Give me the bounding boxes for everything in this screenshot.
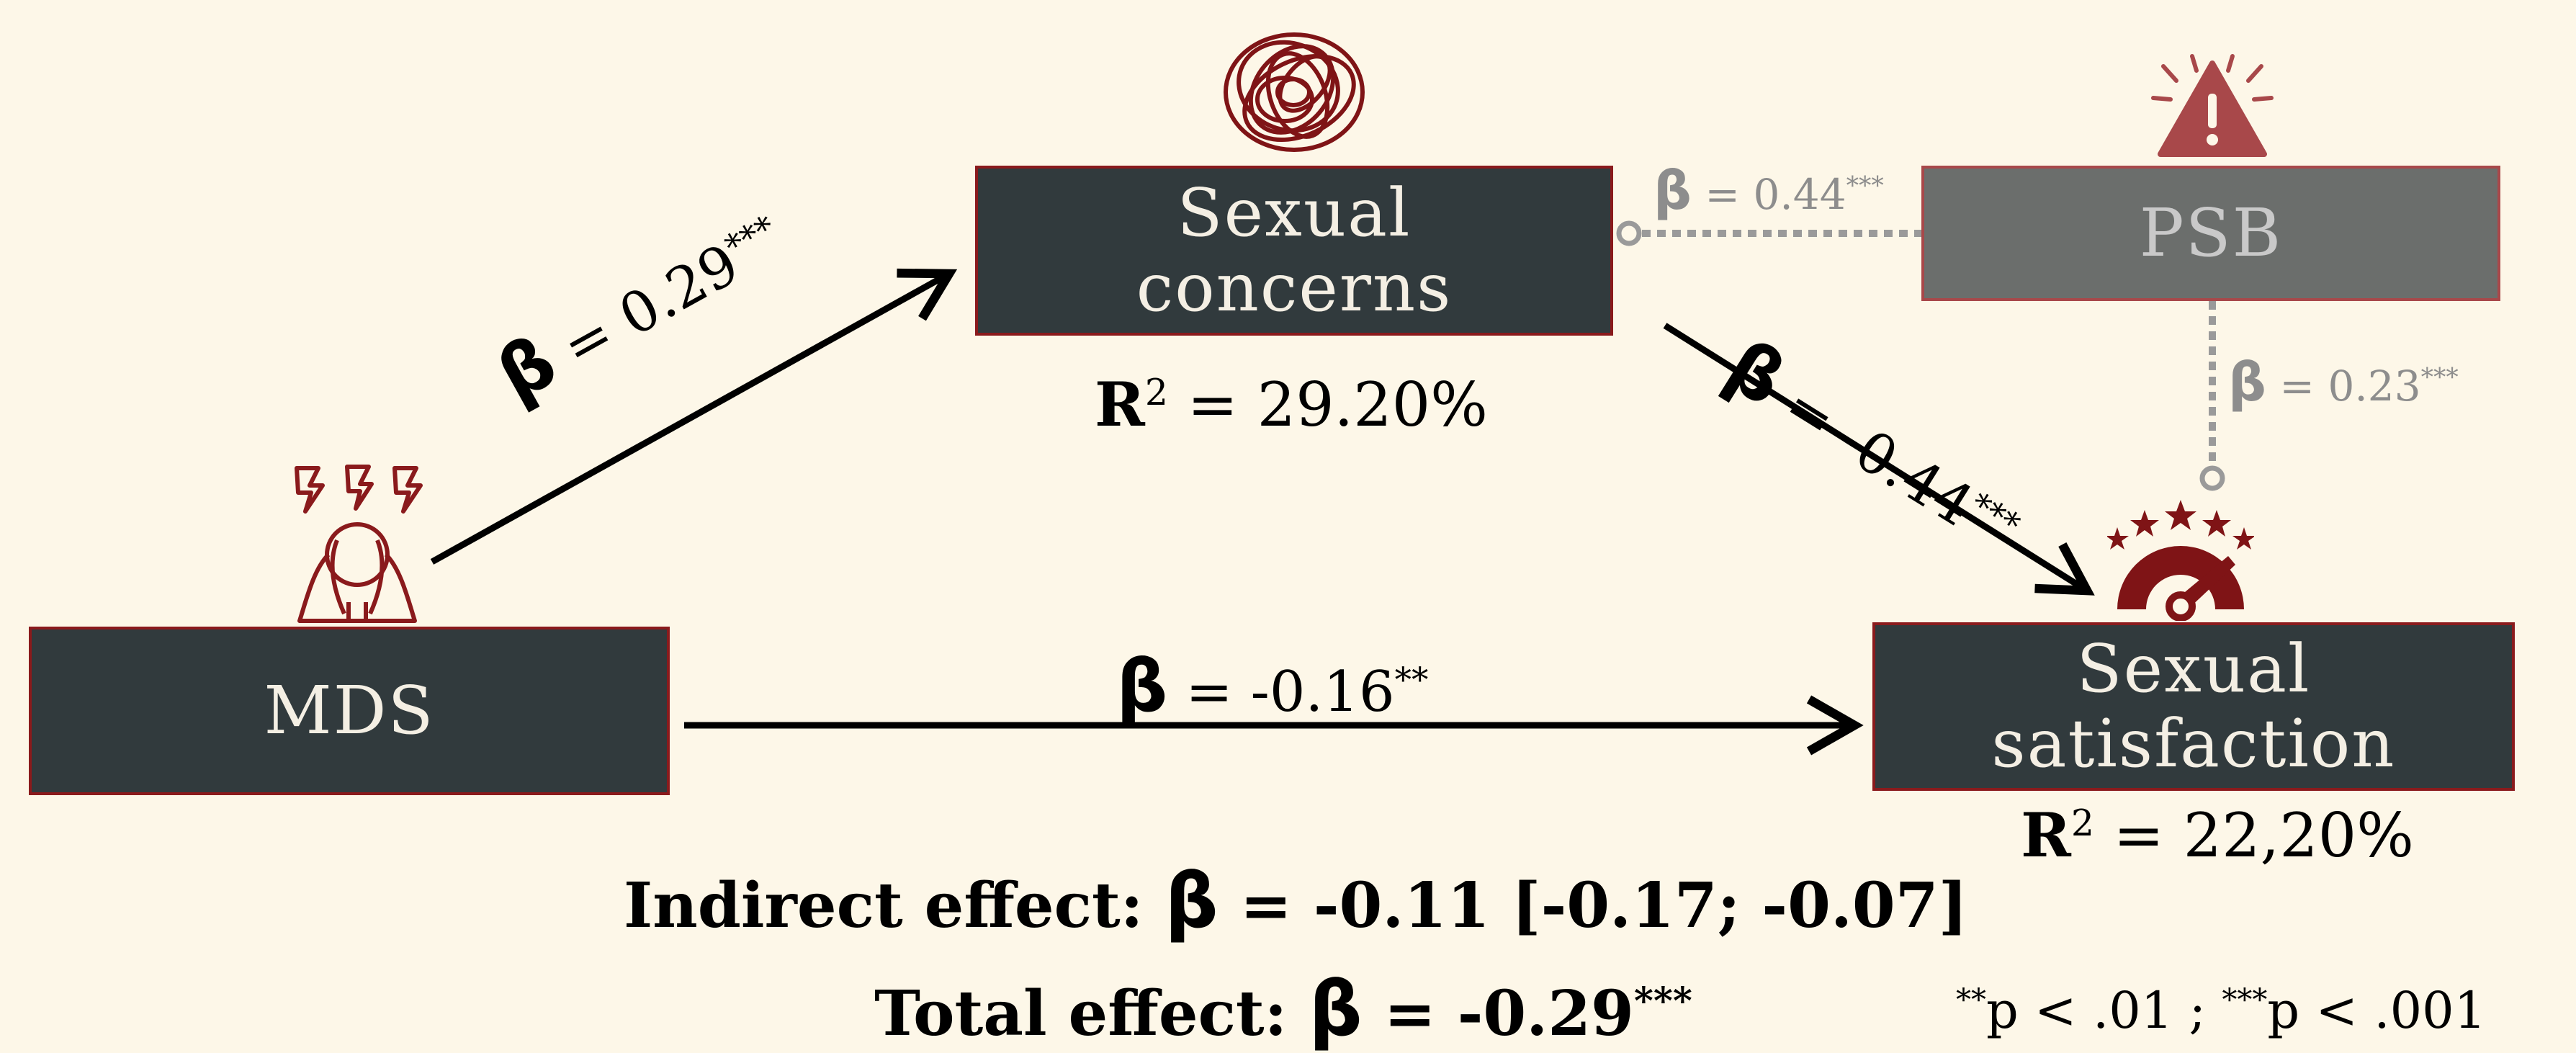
beta-symbol: β <box>1653 160 1692 222</box>
sexual-concerns-box: Sexual concerns <box>975 166 1613 336</box>
note-p2-text: p < .001 <box>2267 981 2487 1040</box>
psb-satisfaction-label: β = 0.23*** <box>2228 351 2459 413</box>
total-effect-label: Total effect: <box>874 977 1309 1050</box>
beta-symbol: β <box>1116 644 1168 728</box>
mds-box: MDS <box>29 627 670 795</box>
path-c-label: β = -0.16** <box>1116 644 1428 728</box>
beta-symbol: β <box>2228 351 2266 413</box>
arrow-concerns-to-satisfaction <box>1663 323 2095 596</box>
total-effect-stars: *** <box>1633 980 1692 1023</box>
indirect-effect-value: = -0.11 [-0.17; -0.07] <box>1218 869 1968 942</box>
r2-satisfaction: R2 = 22,20% <box>2021 799 2414 871</box>
r2-concerns: R2 = 29.20% <box>1095 369 1488 440</box>
satisfaction-gauge-icon <box>2107 500 2254 621</box>
beta-symbol: β <box>1309 965 1363 1053</box>
total-effect: Total effect: β = -0.29*** <box>874 965 1692 1053</box>
r2-exp: 2 <box>1144 371 1168 413</box>
satisfaction-label-line1: Sexual <box>2076 630 2311 707</box>
psb-satisfaction-value: = 0.23 <box>2266 362 2421 411</box>
significance-note: **p < .01 ; ***p < .001 <box>1956 981 2486 1040</box>
r2-label: R <box>2021 799 2071 871</box>
stressed-person-icon <box>295 465 423 623</box>
r2-label: R <box>1095 369 1145 440</box>
psb-concerns-stars: *** <box>1846 171 1884 201</box>
psb-concerns-value: = 0.44 <box>1691 170 1846 219</box>
path-c-stars: ** <box>1394 661 1429 700</box>
psb-label: PSB <box>2139 194 2283 272</box>
mds-label: MDS <box>264 672 435 749</box>
scribble-icon <box>1224 32 1365 152</box>
total-effect-value: = -0.29 <box>1362 977 1634 1050</box>
arrow-mds-to-concerns <box>430 268 958 565</box>
r2-concerns-value: = 29.20% <box>1167 369 1488 440</box>
psb-concerns-label: β = 0.44*** <box>1653 160 1884 222</box>
moderation-end-concerns <box>1616 220 1642 246</box>
psb-satisfaction-stars: *** <box>2420 363 2459 393</box>
moderation-end-satisfaction <box>2199 465 2225 491</box>
r2-exp: 2 <box>2070 802 2094 844</box>
warning-icon <box>2151 54 2274 157</box>
sexual-satisfaction-box: Sexual satisfaction <box>1872 622 2515 791</box>
concerns-label-line1: Sexual <box>1177 174 1412 251</box>
beta-symbol: β <box>1164 857 1219 945</box>
note-p1-stars: ** <box>1956 982 1986 1018</box>
r2-satisfaction-value: = 22,20% <box>2093 800 2414 871</box>
indirect-effect: Indirect effect: β = -0.11 [-0.17; -0.07… <box>624 857 1967 945</box>
satisfaction-label-line2: satisfaction <box>1991 705 2396 782</box>
concerns-label-line2: concerns <box>1136 249 1453 326</box>
path-c-value: = -0.16 <box>1167 660 1395 725</box>
note-p2-stars: *** <box>2222 982 2268 1018</box>
indirect-effect-label: Indirect effect: <box>624 869 1165 942</box>
note-p1-text: p < .01 ; <box>1986 981 2222 1040</box>
psb-box: PSB <box>1921 166 2500 301</box>
